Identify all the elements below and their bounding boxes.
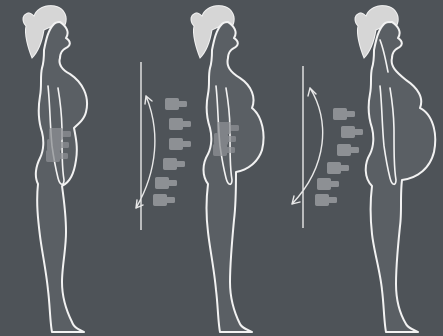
spine-overlay: [46, 128, 71, 162]
